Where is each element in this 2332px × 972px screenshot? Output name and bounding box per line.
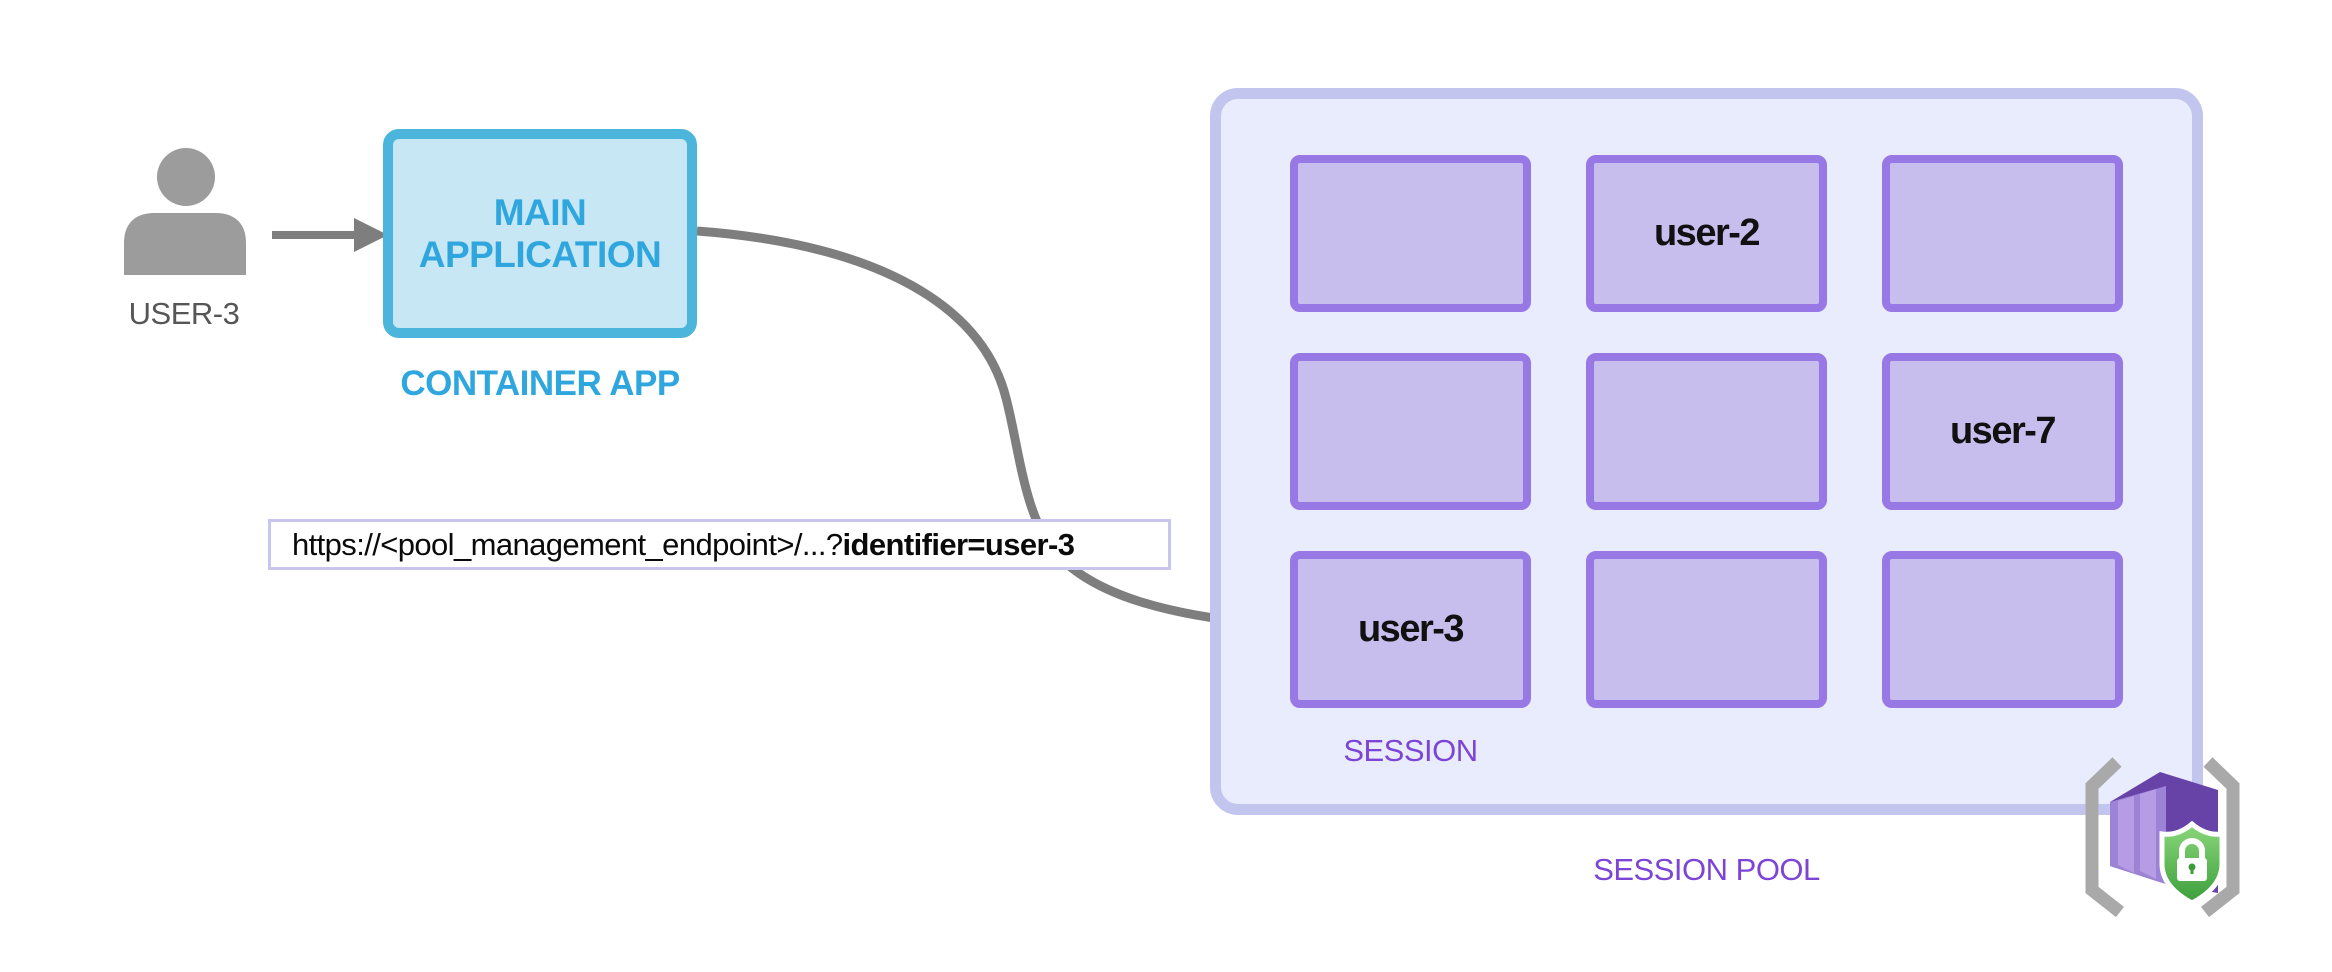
session-cell-label: user-7: [1949, 410, 2057, 452]
session-cell-label: user-2: [1653, 212, 1761, 254]
session-cell: [1586, 353, 1827, 510]
user-icon: [124, 147, 246, 275]
session-cell: [1290, 353, 1531, 510]
session-cell: [1882, 551, 2123, 708]
container-app-caption: CONTAINER APP: [400, 364, 680, 403]
session-caption: SESSION: [1343, 733, 1478, 768]
shield-lock-icon: [2159, 820, 2225, 906]
user-to-app-arrow-icon: [272, 218, 388, 252]
url-prefix: https://<pool_management_endpoint>/...?: [292, 526, 843, 562]
session-cell: [1290, 155, 1531, 312]
main-application-title: MAIN APPLICATION: [418, 192, 662, 275]
session-cell: [1882, 155, 2123, 312]
request-url-box: https://<pool_management_endpoint>/...?i…: [268, 519, 1171, 570]
url-identifier: identifier=user-3: [842, 526, 1075, 562]
main-application-box: MAIN APPLICATION: [383, 129, 697, 338]
session-cell: user-7: [1882, 353, 2123, 510]
app-to-session-curved-arrow-icon: [696, 226, 1296, 641]
session-cell: user-3: [1290, 551, 1531, 708]
session-pool-caption: SESSION POOL: [1593, 852, 1820, 887]
session-pool: user-2 user-7 user-3 SESSION: [1210, 88, 2203, 815]
session-pool-icon: [2078, 752, 2250, 920]
code-brackets-icon: [2085, 757, 2240, 918]
session-cell-label: user-3: [1357, 608, 1465, 650]
session-cell: [1586, 551, 1827, 708]
user-label: USER-3: [128, 296, 240, 331]
session-cell: user-2: [1586, 155, 1827, 312]
session-grid: user-2 user-7 user-3: [1290, 155, 2123, 708]
